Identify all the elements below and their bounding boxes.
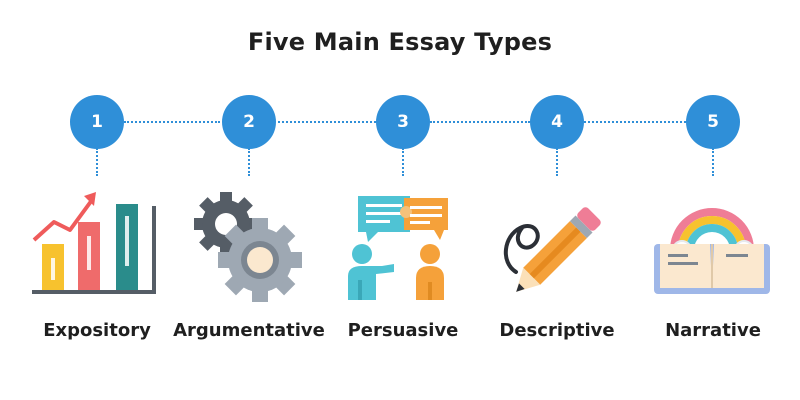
step-2-number: 2 xyxy=(222,95,276,149)
step-1-label: Expository xyxy=(43,320,151,341)
step-5-number: 5 xyxy=(686,95,740,149)
step-stem xyxy=(96,148,98,176)
step-3-number: 3 xyxy=(376,95,430,149)
step-stem xyxy=(712,148,714,176)
step-stem xyxy=(556,148,558,176)
gears-icon xyxy=(194,192,302,302)
timeline-connector xyxy=(124,121,220,123)
pencil-icon xyxy=(504,207,601,292)
step-stem xyxy=(402,148,404,176)
timeline-connector xyxy=(584,121,686,123)
step-2-label: Argumentative xyxy=(173,320,325,341)
step-5-label: Narrative xyxy=(665,320,761,341)
step-3-label: Persuasive xyxy=(347,320,459,341)
diagram-title: Five Main Essay Types xyxy=(247,28,553,56)
storybook-icon xyxy=(654,208,770,294)
step-1-number: 1 xyxy=(70,95,124,149)
step-stem xyxy=(248,148,250,176)
conversation-icon xyxy=(348,196,448,300)
timeline-connector xyxy=(430,121,530,123)
step-4-label: Descriptive xyxy=(499,320,615,341)
bar-chart-icon xyxy=(32,192,156,294)
timeline-connector xyxy=(278,121,376,123)
step-4-number: 4 xyxy=(530,95,584,149)
